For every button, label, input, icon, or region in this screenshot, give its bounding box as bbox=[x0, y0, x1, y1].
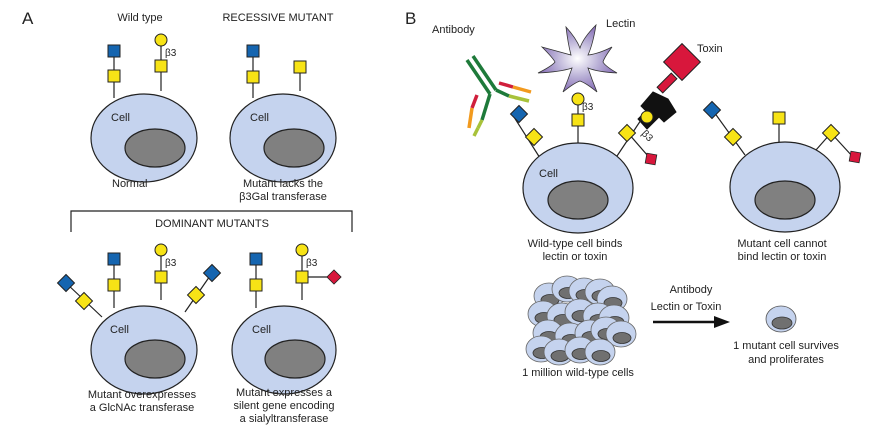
beta3-linkage-label: β3 bbox=[582, 102, 594, 113]
arrow-label-antibody: Antibody bbox=[670, 284, 713, 296]
gal-yellow-square bbox=[246, 70, 260, 84]
dominant-bracket bbox=[70, 210, 353, 232]
toxin-beta3-linkage-label: β3 bbox=[639, 128, 655, 144]
dominant-2-caption-line-2: silent gene encoding bbox=[234, 400, 335, 412]
toxin-label: Toxin bbox=[697, 43, 723, 55]
population-cell bbox=[605, 320, 637, 348]
nucleus bbox=[754, 180, 816, 220]
glcnac-blue-square bbox=[249, 252, 263, 266]
dominant-mutants-header: DOMINANT MUTANTS bbox=[155, 218, 269, 230]
galactose-circle bbox=[154, 33, 168, 47]
galnac-yellow-square bbox=[293, 60, 307, 74]
galnac-yellow-square bbox=[295, 270, 309, 284]
glcnac-blue-square bbox=[107, 252, 121, 266]
survivor-caption-line-1: 1 mutant cell survives bbox=[733, 340, 839, 352]
glcnac-blue-square bbox=[246, 44, 260, 58]
sialic-acid-red-diamond bbox=[326, 269, 342, 285]
dominant-mutant-1-group: β3 Cell Mutant overexpresses a GlcNAc tr… bbox=[57, 243, 221, 414]
gal-yellow-square bbox=[107, 69, 121, 83]
beta3-linkage-label: β3 bbox=[165, 48, 177, 59]
dominant-1-caption-line-2: a GlcNAc transferase bbox=[90, 402, 195, 414]
cell-label: Cell bbox=[539, 168, 558, 180]
beta3-linkage-label: β3 bbox=[306, 258, 318, 269]
sialic-acid-red-square bbox=[848, 150, 862, 164]
wild-type-group: Wild type β3 Cell Normal bbox=[90, 12, 198, 190]
galnac-yellow-square bbox=[154, 270, 168, 284]
wild-type-title: Wild type bbox=[117, 12, 162, 24]
mutant-cell-b-group: Mutant cell cannot bind lectin or toxin bbox=[703, 101, 862, 263]
galnac-yellow-square bbox=[154, 59, 168, 73]
sialic-acid-red-square bbox=[644, 152, 658, 166]
wild-type-cell-b-group: β3 β3 Cell Wild-type cell binds lectin o… bbox=[510, 92, 658, 263]
recessive-mutant-group: RECESSIVE MUTANT Cell Mutant lacks the β… bbox=[222, 12, 337, 203]
galactose-circle bbox=[154, 243, 168, 257]
glcnac-blue-diamond bbox=[703, 101, 721, 119]
gal-yellow-square bbox=[249, 278, 263, 292]
lectin-label: Lectin bbox=[606, 18, 635, 30]
cell-label: Cell bbox=[252, 324, 271, 336]
gal-yellow-square bbox=[107, 278, 121, 292]
population-cell bbox=[584, 338, 616, 366]
dominant-2-caption-line-3: a sialyltransferase bbox=[240, 413, 329, 425]
surviving-mutant-cell bbox=[765, 305, 797, 333]
gal-yellow-diamond bbox=[187, 286, 205, 304]
dominant-1-caption-line-1: Mutant overexpresses bbox=[88, 389, 197, 401]
dominant-mutant-2-group: β3 Cell Mutant expresses a silent gene e… bbox=[231, 243, 342, 425]
antibody-label: Antibody bbox=[432, 24, 475, 36]
mutant-cell-caption-line-2: bind lectin or toxin bbox=[738, 251, 827, 263]
glcnac-blue-diamond bbox=[203, 264, 221, 282]
recessive-caption-line-2: β3Gal transferase bbox=[239, 191, 327, 203]
cell-label: Cell bbox=[110, 324, 129, 336]
glcnac-blue-square bbox=[107, 44, 121, 58]
mutant-cell-caption-line-1: Mutant cell cannot bbox=[737, 238, 826, 250]
nucleus bbox=[264, 339, 326, 379]
wild-cell-caption-line-2: lectin or toxin bbox=[543, 251, 608, 263]
cell-label: Cell bbox=[250, 112, 269, 124]
panel-a-label: A bbox=[22, 9, 34, 28]
nucleus bbox=[124, 128, 186, 168]
nucleus bbox=[263, 128, 325, 168]
galactose-circle bbox=[295, 243, 309, 257]
recessive-caption-line-1: Mutant lacks the bbox=[243, 178, 323, 190]
nucleus bbox=[547, 180, 609, 220]
glcnac-blue-diamond bbox=[510, 105, 528, 123]
selection-arrow-head bbox=[714, 316, 730, 328]
galnac-yellow-square bbox=[772, 111, 786, 125]
antibody-icon bbox=[465, 55, 532, 137]
gal-yellow-diamond bbox=[525, 128, 543, 146]
dominant-2-caption-line-1: Mutant expresses a bbox=[236, 387, 333, 399]
wild-cell-caption-line-1: Wild-type cell binds bbox=[528, 238, 623, 250]
population-caption: 1 million wild-type cells bbox=[522, 367, 634, 379]
survivor-caption-line-2: and proliferates bbox=[748, 354, 824, 366]
wild-type-caption: Normal bbox=[112, 178, 147, 190]
arrow-label-lectin-or-toxin: Lectin or Toxin bbox=[651, 301, 722, 313]
nucleus bbox=[124, 339, 186, 379]
galactose-circle bbox=[640, 110, 654, 124]
panel-b-label: B bbox=[405, 9, 416, 28]
wild-type-cell-population bbox=[525, 275, 637, 366]
beta3-linkage-label: β3 bbox=[165, 258, 177, 269]
lectin-icon bbox=[537, 23, 618, 93]
recessive-mutant-title: RECESSIVE MUTANT bbox=[222, 12, 333, 24]
galnac-yellow-square bbox=[571, 113, 585, 127]
cell-label: Cell bbox=[111, 112, 130, 124]
